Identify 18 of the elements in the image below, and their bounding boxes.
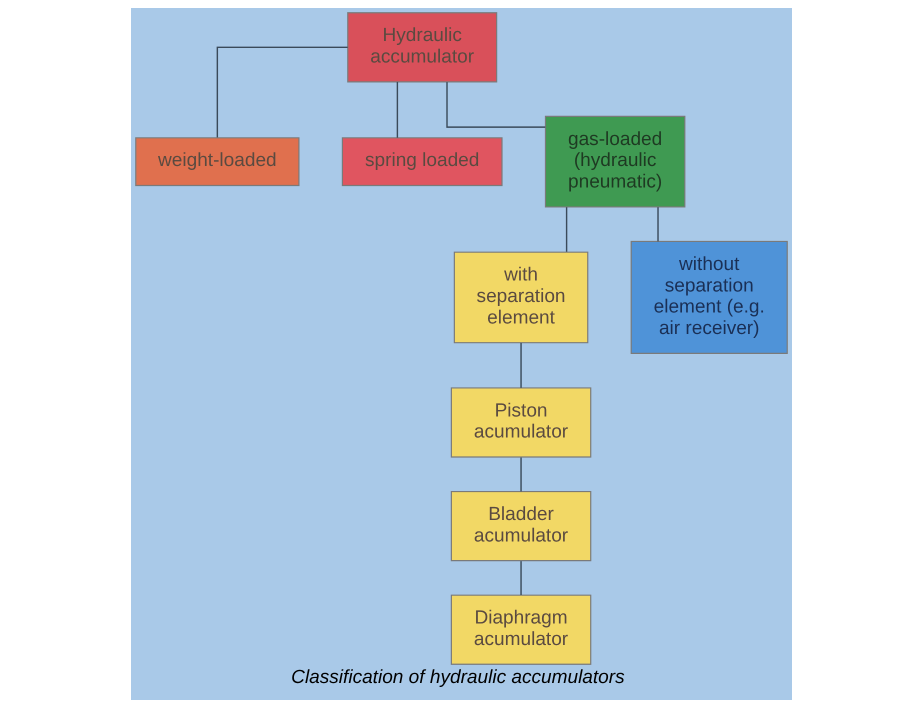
node-box: Diaphragm acumulator	[450, 594, 592, 665]
node-box: without separation element (e.g. air receiver)	[630, 240, 788, 354]
connector	[566, 207, 568, 252]
connector	[657, 207, 659, 242]
node-box: Piston acumulator	[450, 387, 592, 458]
connector	[520, 458, 522, 492]
node-box: weight-loaded	[135, 137, 300, 186]
node-box: Bladder acumulator	[450, 490, 592, 562]
connector	[446, 82, 546, 128]
connector	[520, 561, 522, 596]
connector	[520, 342, 522, 388]
connector	[396, 82, 398, 138]
connector	[216, 46, 348, 138]
node-box: Hydraulic accumulator	[347, 12, 498, 82]
node-box: gas-loaded (hydraulic pneumatic)	[544, 116, 686, 208]
caption: Classification of hydraulic accumulators	[291, 667, 625, 688]
node-box: spring loaded	[342, 137, 503, 186]
node-box: with separation element	[454, 252, 588, 344]
